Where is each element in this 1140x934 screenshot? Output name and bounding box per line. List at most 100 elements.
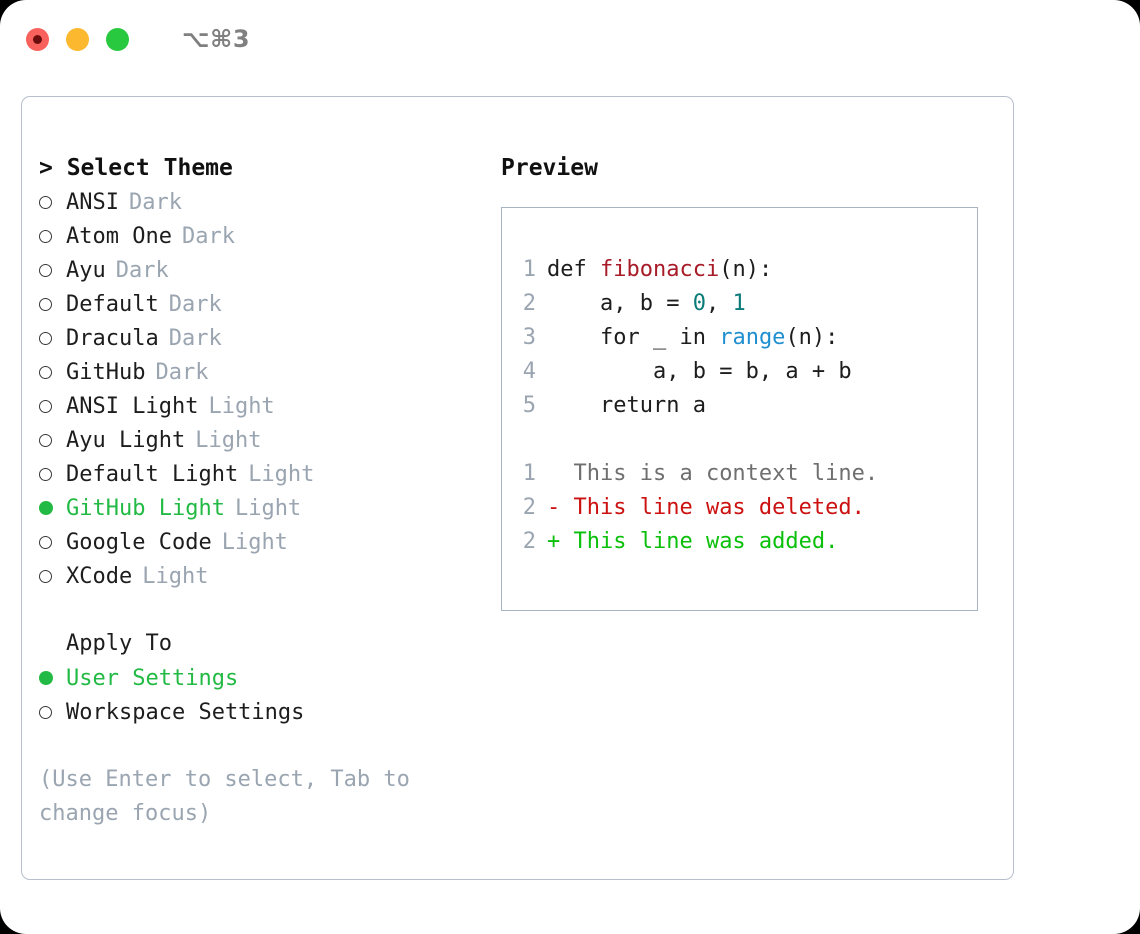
radio-unselected-icon[interactable] [39,185,66,219]
code-token-plain: def [547,257,600,282]
diff-sign: - [547,495,561,520]
theme-variant-badge: Light [234,496,302,521]
code-token-plain: return a [599,393,706,418]
radio-glyph [39,297,52,311]
close-indicator-dot [33,34,42,44]
diff-line: 2 + This line was added. [522,525,977,559]
option-label: Atom One [66,223,172,249]
code-token-plain: for _ in [599,325,720,350]
window-controls [26,27,129,51]
radio-glyph [39,399,52,413]
code-token-function: fibonacci [599,257,720,282]
option-label: ANSI Light [66,393,199,419]
theme-variant-badge: Dark [168,325,222,351]
maximize-button-icon[interactable] [106,27,129,51]
theme-variant-badge: Dark [155,359,209,385]
code-line: 4 a, b = b, a + b [522,355,977,389]
code-token-plain: (n): [785,325,839,350]
option-label: Workspace Settings [66,699,305,725]
radio-glyph [39,467,52,481]
diff-sign: + [547,529,561,554]
close-button-icon[interactable] [26,27,49,51]
theme-variant-badge: Dark [115,257,169,283]
option-label: Ayu Light [66,427,186,453]
title-bar: ⌥⌘3 [0,0,1140,78]
list-spacer [39,593,479,627]
theme-list-header: > Select Theme [39,155,233,181]
apply-to-option[interactable]: Workspace Settings [39,695,479,729]
theme-variant-badge: Light [142,563,209,589]
theme-variant-badge: Light [248,461,315,487]
theme-variant-badge: Light [195,427,262,453]
radio-unselected-icon[interactable] [39,525,66,559]
code-line: 5 return a [522,389,977,423]
code-token-plain: , [705,291,733,316]
radio-selected-icon[interactable] [39,661,66,695]
radio-unselected-icon[interactable] [39,321,66,355]
radio-glyph [39,569,52,583]
theme-variant-badge: Dark [128,189,182,215]
code-token-number: 0 [692,291,706,316]
radio-unselected-icon[interactable] [39,287,66,321]
radio-glyph [39,365,52,379]
theme-list-item[interactable]: Ayu Light Light [39,423,479,457]
code-line: 2 a, b = 0, 1 [522,287,977,321]
option-label: Google Code [66,529,212,555]
radio-unselected-icon[interactable] [39,389,66,423]
diff-text: This line was added. [560,529,839,554]
line-number: 2 [522,291,536,316]
radio-selected-icon[interactable] [39,491,66,525]
preview-title: Preview [501,155,598,181]
radio-glyph [39,501,53,515]
theme-list-item[interactable]: ANSI Light Light [39,389,479,423]
option-label: Default [66,291,159,317]
radio-glyph [39,229,52,243]
radio-unselected-icon[interactable] [39,253,66,287]
theme-variant-badge: Dark [168,291,222,317]
radio-glyph [39,195,52,209]
diff-line-number: 2 [522,529,536,554]
theme-list-item[interactable]: XCode Light [39,559,479,593]
radio-unselected-icon[interactable] [39,457,66,491]
code-line: 3 for _ in range(n): [522,321,977,355]
apply-to-option[interactable]: User Settings [39,661,479,695]
code-token-plain: a, b = b, a + b [652,359,852,384]
theme-variant-badge: Light [208,393,275,419]
radio-unselected-icon[interactable] [39,559,66,593]
theme-list-item[interactable]: Atom One Dark [39,219,479,253]
diff-line: 1 This is a context line. [522,457,977,491]
radio-glyph [39,671,53,685]
radio-unselected-icon[interactable] [39,423,66,457]
option-label: XCode [66,563,133,589]
theme-list-item[interactable]: Default Dark [39,287,479,321]
radio-glyph [39,535,52,549]
radio-unselected-icon[interactable] [39,355,66,389]
code-token-plain: (n): [719,257,773,282]
diff-sample: 1 This is a context line. 2- This line wa… [522,457,977,559]
radio-unselected-icon[interactable] [39,219,66,253]
diff-line-number: 1 [522,461,536,486]
line-number: 5 [522,393,536,418]
radio-unselected-icon[interactable] [39,695,66,729]
theme-list-item[interactable]: Dracula Dark [39,321,479,355]
radio-glyph [39,433,52,447]
diff-line-number: 2 [522,495,536,520]
diff-sign [547,461,560,486]
minimize-button-icon[interactable] [66,27,89,51]
theme-variant-badge: Dark [181,223,235,249]
option-label: Dracula [66,325,159,351]
